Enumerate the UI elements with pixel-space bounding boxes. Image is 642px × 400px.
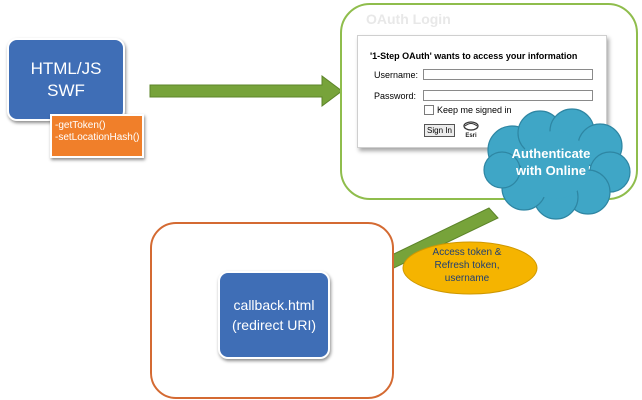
password-label: Password: xyxy=(374,91,417,101)
method-set-location-hash: -setLocationHash() xyxy=(55,132,140,143)
cloud-label-line2: with Online xyxy=(515,163,587,178)
username-input[interactable] xyxy=(423,69,593,80)
callback-line2: (redirect URI) xyxy=(231,317,316,333)
swf-box-line2: SWF xyxy=(47,81,85,100)
keep-signed-in-label: Keep me signed in xyxy=(437,105,512,115)
password-input[interactable] xyxy=(423,90,593,101)
token-label-line1: Access token & xyxy=(432,247,502,258)
swf-box-line1: HTML/JS xyxy=(30,59,102,78)
token-label: Access token & Refresh token, username xyxy=(405,246,529,285)
oauth-title: OAuth Login xyxy=(366,11,451,27)
callback-line1: callback.html xyxy=(233,297,315,313)
arrow-to-oauth xyxy=(149,75,343,107)
callback-box: callback.html (redirect URI) xyxy=(218,271,330,359)
keep-signed-in-row[interactable]: Keep me signed in xyxy=(424,105,512,115)
login-header: '1-Step OAuth' wants to access your info… xyxy=(370,51,578,61)
login-panel: '1-Step OAuth' wants to access your info… xyxy=(357,35,607,148)
methods-box: -getToken() -setLocationHash() xyxy=(50,114,144,158)
esri-logo-icon: Esri xyxy=(463,121,479,139)
esri-logo-text: Esri xyxy=(465,133,477,139)
keep-signed-in-checkbox[interactable] xyxy=(424,105,434,115)
token-label-line3: username xyxy=(444,273,490,284)
token-label-line2: Refresh token, xyxy=(434,260,500,271)
username-label: Username: xyxy=(374,70,419,80)
cloud-label-line1: Authenticate xyxy=(511,146,591,161)
sign-in-button[interactable]: Sign In xyxy=(424,124,455,137)
swf-box: HTML/JS SWF xyxy=(7,38,125,121)
method-get-token: -getToken() xyxy=(55,120,106,131)
cloud-label: Authenticate with Online xyxy=(496,145,606,179)
